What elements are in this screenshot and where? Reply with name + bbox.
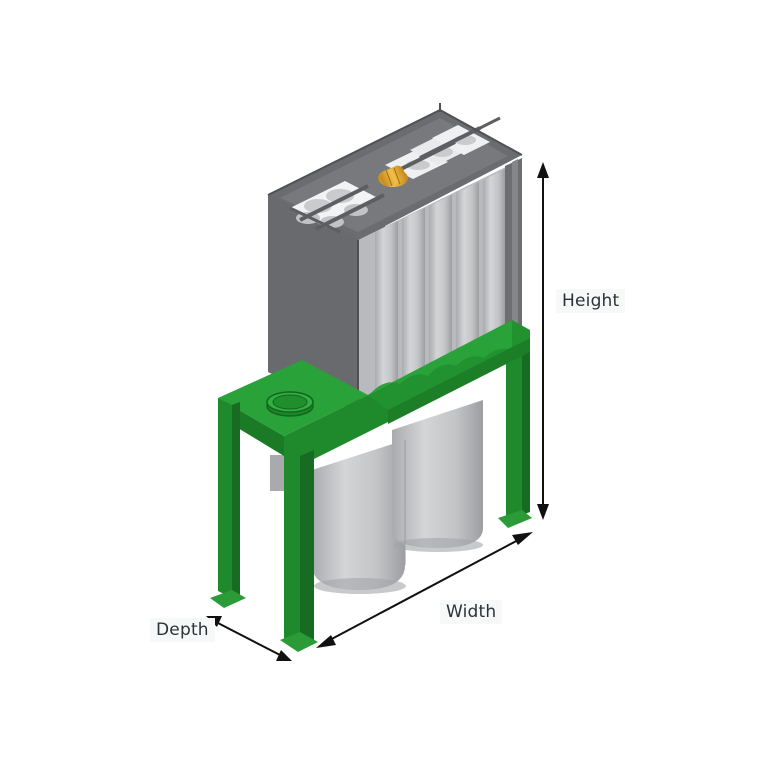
depth-arrow bbox=[206, 616, 292, 661]
inlet-collar bbox=[266, 391, 314, 417]
pulse-valve bbox=[378, 165, 408, 187]
depth-label: Depth bbox=[150, 618, 215, 642]
height-label: Height bbox=[556, 289, 626, 313]
back-right-leg bbox=[498, 332, 532, 528]
upper-filter-cartridges bbox=[357, 169, 505, 412]
support-stand bbox=[210, 320, 530, 652]
width-label: Width bbox=[440, 600, 503, 624]
width-arrow bbox=[316, 532, 533, 648]
filter-housing bbox=[267, 103, 523, 412]
lower-filter-bins bbox=[270, 400, 483, 594]
dimension-arrows bbox=[206, 162, 549, 661]
height-arrow bbox=[537, 162, 549, 520]
